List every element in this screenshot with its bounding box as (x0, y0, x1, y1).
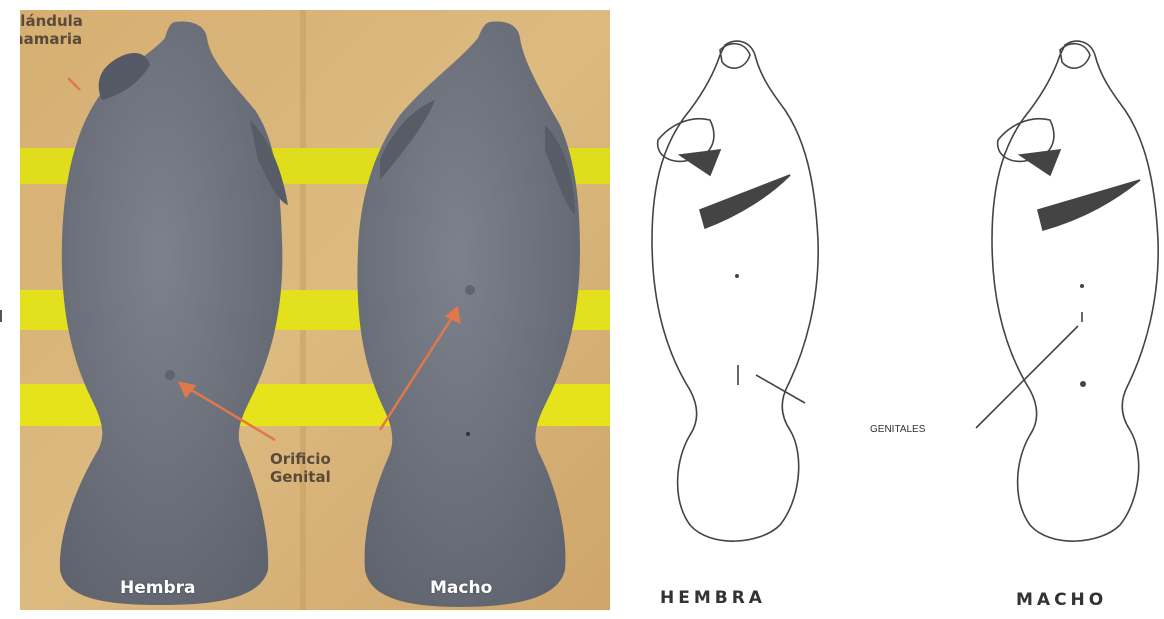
mammary-label-line2: mamaria (20, 30, 83, 48)
manatee-photo: Glándula mamaria Orificio Genital Hembra… (20, 10, 610, 610)
male-anus-dot (1080, 381, 1086, 387)
female-navel-dot (735, 274, 739, 278)
edge-mark (0, 310, 2, 322)
genital-orifice-label: Orificio Genital (270, 450, 331, 486)
genitals-label: GENITALES (870, 424, 925, 435)
female-sketch (652, 41, 818, 541)
photo-canvas (20, 10, 610, 610)
mammary-gland-label: Glándula mamaria (20, 12, 83, 48)
male-navel-dot (1080, 284, 1084, 288)
orifice-label-line1: Orificio (270, 450, 331, 468)
male-photo-label: Macho (430, 578, 492, 598)
female-photo-label: Hembra (120, 578, 196, 598)
male-caption: MACHO (1016, 590, 1107, 610)
female-caption: HEMBRA (660, 588, 766, 608)
orifice-label-line2: Genital (270, 468, 331, 486)
mammary-label-line1: Glándula (20, 12, 83, 30)
manatee-line-drawing: HEMBRA MACHO GENITALES (620, 0, 1164, 619)
drawing-canvas (620, 0, 1164, 619)
female-manatee (60, 22, 288, 605)
male-sketch (976, 41, 1158, 541)
